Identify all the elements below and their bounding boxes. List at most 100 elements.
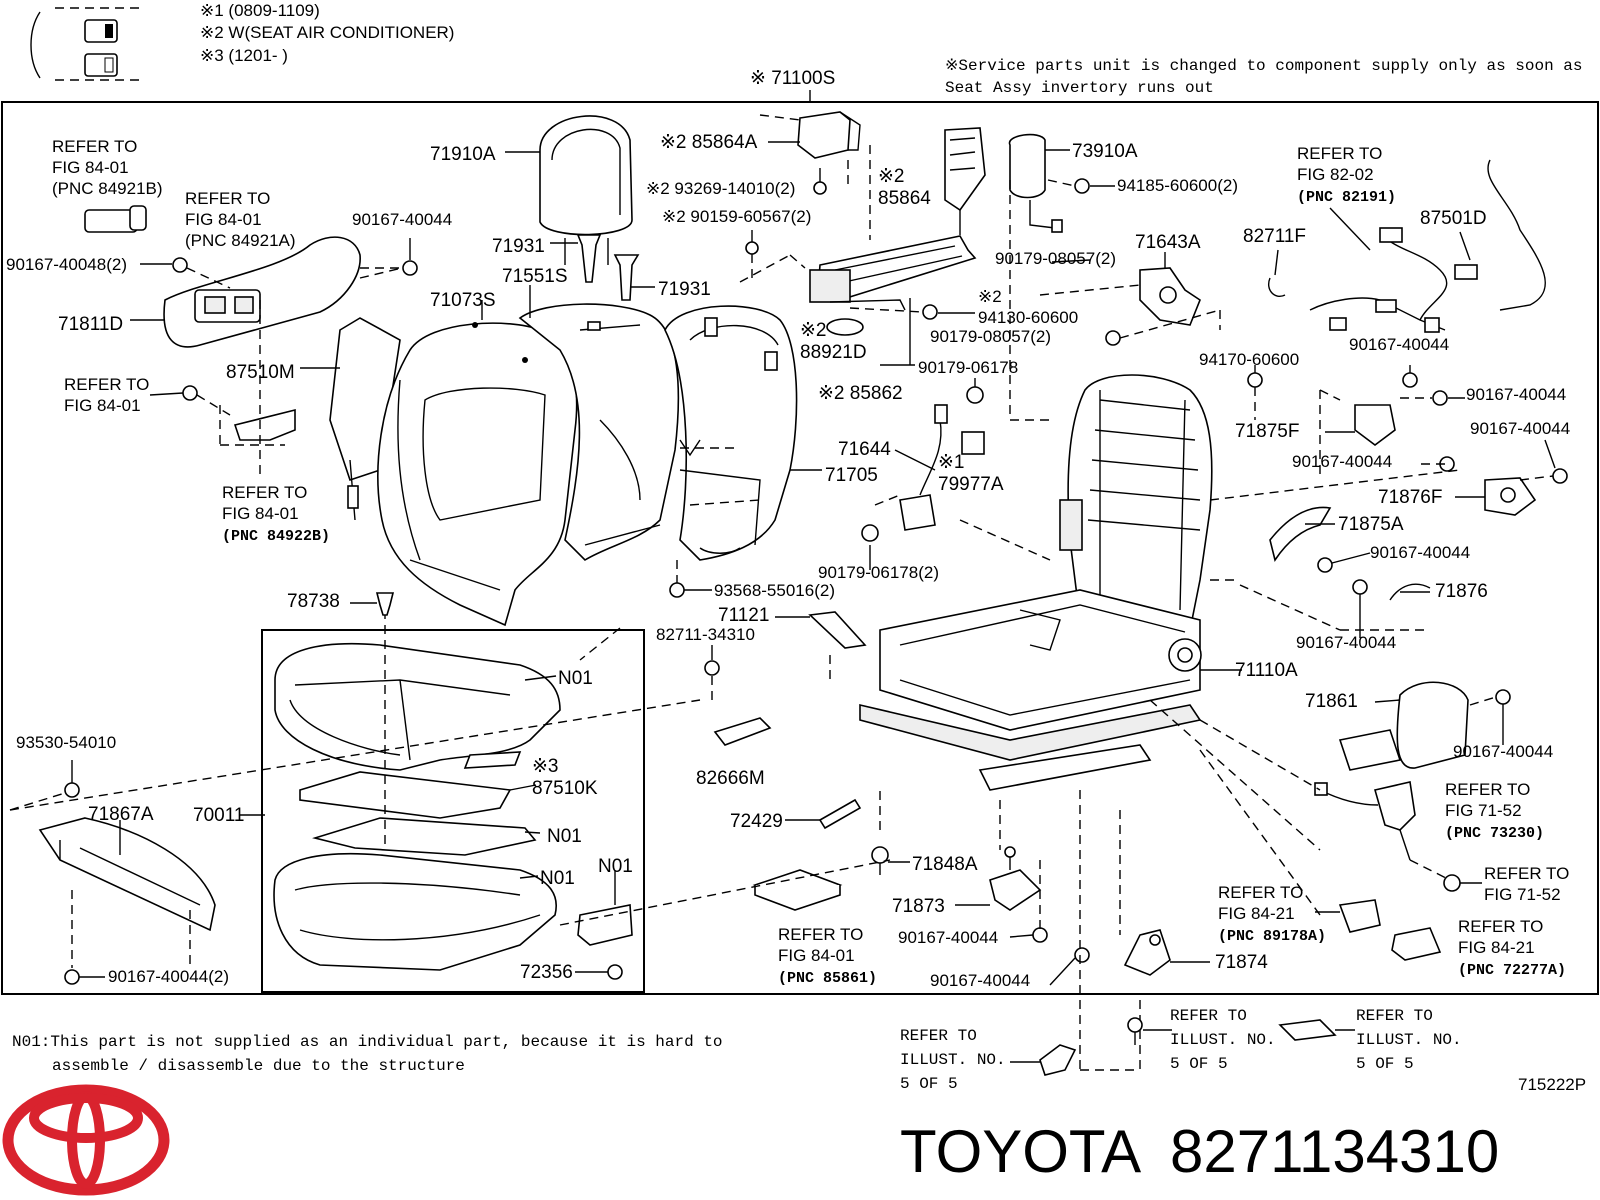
callout-text: REFER TO	[64, 375, 149, 394]
callout-text: REFER TO	[1484, 864, 1569, 883]
callout-p-71848a: 71848A	[912, 854, 978, 875]
callout-text: N01	[598, 856, 633, 877]
callout-p-71910a: 71910A	[430, 144, 496, 165]
callout-text: ※2	[978, 287, 1002, 306]
callout-p-71643a: 71643A	[1135, 232, 1201, 253]
callout-p-72429: 72429	[730, 811, 783, 832]
cushion-assembly-box	[261, 629, 645, 993]
callout-text: FIG 84-01	[185, 210, 262, 229]
note-bracket	[30, 11, 41, 79]
callout-text: 82711-34310	[656, 625, 755, 644]
nut-90179-06178-b	[861, 524, 879, 570]
callout-text: 90167-40048(2)	[6, 255, 127, 274]
callout-text: ※2	[800, 320, 827, 341]
callout-text: ※2 85864A	[660, 132, 758, 153]
nut-94185	[1047, 178, 1115, 194]
callout-text: 71705	[825, 465, 878, 486]
callout-p-82711f: 82711F	[1243, 226, 1306, 247]
callout-text: N01	[540, 868, 575, 889]
callout-pnc: (PNC 73230)	[1445, 825, 1544, 842]
callout-p-n01-b: N01	[547, 826, 582, 847]
callout-text: 71875A	[1338, 514, 1404, 535]
callout-p-90167-40044-h: 90167-40044	[1453, 742, 1553, 761]
callout-p-71551s: 71551S	[502, 266, 568, 287]
bracket-84922b	[219, 300, 296, 480]
callout-p-87510m: 87510M	[226, 362, 295, 383]
callout-text: 71931	[658, 279, 711, 300]
callout-text: ※2 93269-14010(2)	[646, 179, 795, 198]
callout-p-71876: 71876	[1435, 581, 1488, 602]
callout-text: 90167-40044	[352, 210, 452, 229]
callout-p-71873: 71873	[892, 896, 945, 917]
callout-text: 90179-08057(2)	[930, 327, 1051, 346]
callout-text: 71551S	[502, 266, 568, 287]
screw-90159	[745, 230, 759, 282]
callout-text: REFER TO	[52, 137, 137, 156]
callout-p-90167-40048: 90167-40048(2)	[6, 255, 127, 274]
callout-text: ※2	[878, 166, 905, 187]
callout-text: REFER TO	[1356, 1007, 1433, 1025]
cover-71875f	[1319, 389, 1396, 480]
ecu-n01	[575, 870, 633, 980]
callout-text: 87510M	[226, 362, 295, 383]
callout-p-90167-40044-d: 90167-40044	[1292, 452, 1392, 471]
leader-dashes	[9, 114, 1461, 1071]
bolt-71848a	[871, 846, 910, 875]
callout-text: ※3	[532, 756, 559, 777]
callout-text: 71643A	[1135, 232, 1201, 253]
cover-71861	[1338, 681, 1511, 771]
callout-pnc: (PNC 89178A)	[1218, 928, 1326, 945]
callout-p-85864a: ※2 85864A	[660, 132, 758, 153]
callout-text: 90167-40044	[1453, 742, 1553, 761]
callout-text: 90167-40044	[898, 928, 998, 947]
callout-text: FIG 84-01	[64, 396, 141, 415]
switch-knob-84921b	[84, 205, 147, 233]
seatbelt-buckle	[1314, 781, 1482, 892]
nut-90179-08057	[1051, 259, 1221, 346]
callout-text: REFER TO	[1218, 883, 1303, 902]
sensor-89178a	[1315, 899, 1381, 933]
note-2: ※2 W(SEAT AIR CONDITIONER)	[200, 23, 454, 42]
pad-88921d	[826, 318, 864, 336]
callout-p-90167-40044-g: 90167-40044	[1296, 633, 1396, 652]
callout-p-90179-06178-a: 90179-06178	[918, 358, 1018, 377]
callout-text: FIG 71-52	[1445, 801, 1522, 820]
callout-p-90179-06178-b: 90179-06178(2)	[818, 563, 939, 582]
callout-text: ILLUST. NO.	[1170, 1031, 1276, 1049]
callout-text: REFER TO	[1297, 144, 1382, 163]
cover-71875a	[1269, 506, 1335, 562]
callout-p-94185: 94185-60600(2)	[1117, 176, 1238, 195]
header-notes: ※1 (0809-1109) ※2 W(SEAT AIR CONDITIONER…	[30, 1, 1583, 97]
callout-text: (PNC 84921B)	[52, 179, 163, 198]
figure-id: 715222P	[1518, 1075, 1586, 1094]
callout-text: 72429	[730, 811, 783, 832]
screw-93269	[813, 168, 827, 195]
diagram-frame	[1, 101, 1599, 995]
callout-p-71876f: 71876F	[1378, 487, 1442, 508]
callout-text: 71931	[492, 236, 545, 257]
callout-p-n01-c: N01	[540, 868, 575, 889]
callout-text: FIG 84-21	[1458, 938, 1535, 957]
callout-p-71931-b: 71931	[658, 279, 711, 300]
callout-p-90167-40044-e: 90167-40044	[1470, 419, 1570, 438]
cushion-cover-n01	[274, 642, 561, 771]
callout-p-90167-40044-f: 90167-40044	[1370, 543, 1470, 562]
callout-text: FIG 84-01	[222, 504, 299, 523]
callout-p-90167-40044-j: 90167-40044	[930, 971, 1030, 990]
callout-p-n01-d: N01	[598, 856, 633, 877]
callout-text: 72356	[520, 962, 573, 983]
part-number: 8271134310	[1170, 1118, 1499, 1185]
callout-p-n01-a: N01	[558, 668, 593, 689]
callout-text: 90167-40044	[1292, 452, 1392, 471]
headrest-guides-71931	[550, 234, 655, 301]
callout-text: 71811D	[58, 314, 123, 335]
callout-text: 78738	[287, 591, 340, 612]
callout-text: 90167-40044(2)	[108, 967, 229, 986]
callout-text: 94185-60600(2)	[1117, 176, 1238, 195]
